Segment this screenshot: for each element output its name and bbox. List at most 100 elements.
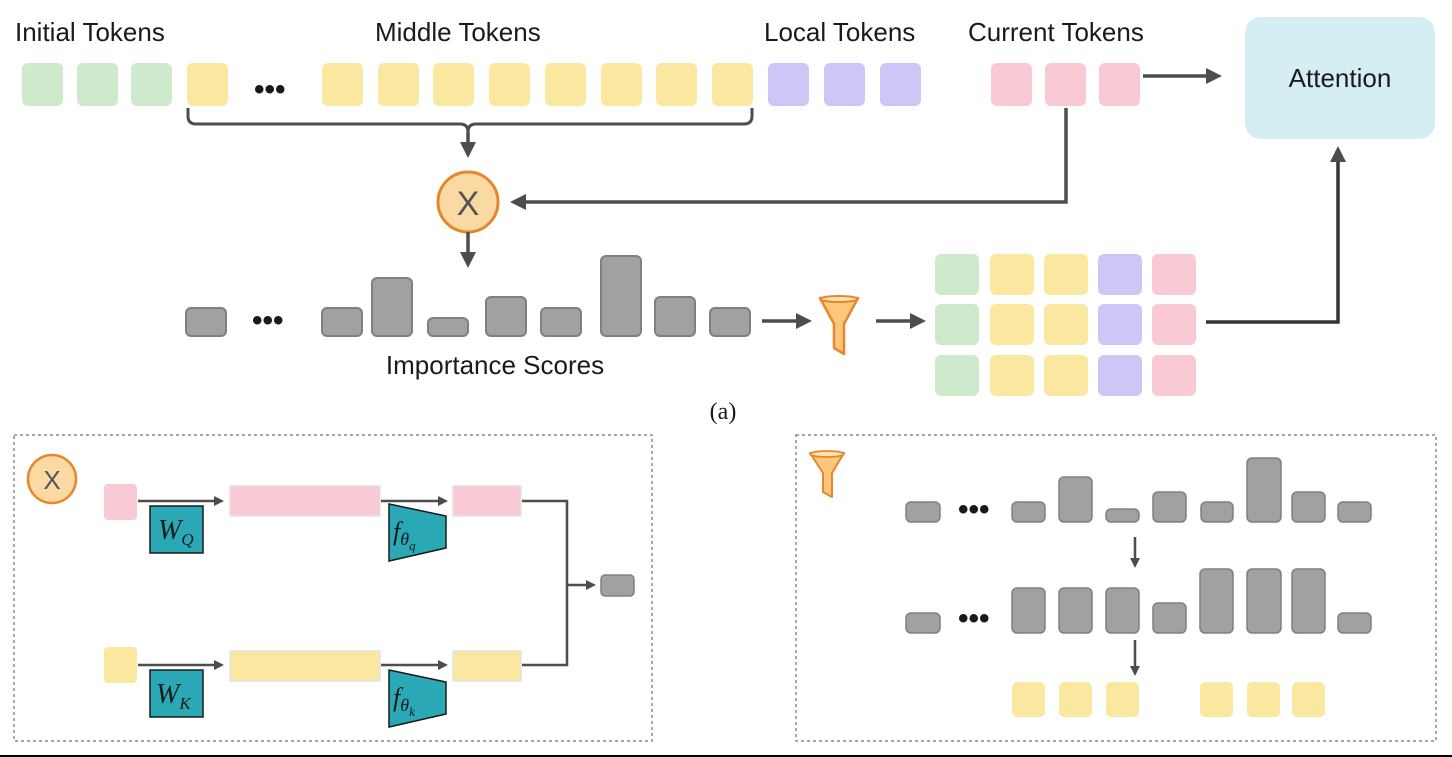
key-token xyxy=(104,647,137,683)
selected-middle-token xyxy=(1012,682,1045,717)
raw-scores-ellipsis: ••• xyxy=(958,493,990,526)
initial-token-group xyxy=(22,63,172,106)
pooled-score-bar xyxy=(1058,587,1093,634)
selected-middle-token xyxy=(1292,682,1325,717)
selected-token xyxy=(935,304,979,345)
merge-lines xyxy=(522,499,569,667)
selected-middle-tokens xyxy=(1012,682,1325,717)
raw-score-bar xyxy=(1337,501,1372,523)
initial-tokens-label: Initial Tokens xyxy=(15,17,165,47)
local-tokens-label: Local Tokens xyxy=(764,17,915,47)
selected-token xyxy=(1098,254,1142,295)
middle-tokens-brace xyxy=(186,108,754,133)
middle-token-group-left xyxy=(187,63,228,106)
wq-projection xyxy=(149,505,204,554)
f-theta-q-module xyxy=(388,503,447,562)
selected-middle-token xyxy=(1200,682,1233,717)
selected-token xyxy=(1152,304,1196,345)
funnel-icon xyxy=(818,295,860,356)
pooled-score-bar xyxy=(1291,568,1326,634)
pooled-score-bar xyxy=(1199,568,1234,634)
multiply-circle-icon: X xyxy=(26,453,78,505)
pooled-score-bar xyxy=(1152,602,1187,634)
selected-token xyxy=(1044,355,1088,396)
selected-token xyxy=(1152,355,1196,396)
middle-token xyxy=(378,63,419,106)
raw-score-bar xyxy=(905,501,941,523)
raw-score-bar xyxy=(1011,501,1046,523)
selected-token xyxy=(1044,304,1088,345)
filter-detail-panel xyxy=(795,434,1437,742)
current-token-group xyxy=(991,63,1140,106)
pooled-scores-ellipsis: ••• xyxy=(958,602,990,635)
pooled-score-bar xyxy=(1011,587,1046,634)
pooled-score-bar xyxy=(1337,612,1372,634)
initial-token xyxy=(131,63,172,106)
importance-scores-label: Importance Scores xyxy=(386,350,604,380)
importance-score-bar xyxy=(600,255,642,337)
svg-text:X: X xyxy=(457,185,480,223)
importance-score-bar xyxy=(185,307,227,337)
selected-token xyxy=(935,254,979,295)
middle-token xyxy=(656,63,697,106)
current-to-multiply-arrow xyxy=(510,108,1068,210)
attention-label: Attention xyxy=(1289,63,1392,93)
f-theta-k-module xyxy=(388,669,447,728)
selected-token xyxy=(990,304,1034,345)
middle-token xyxy=(433,63,474,106)
middle-token xyxy=(489,63,530,106)
multiply-circle-icon: X xyxy=(436,170,500,234)
f-theta-k-label: fθk xyxy=(393,683,415,719)
query-feature-bar xyxy=(452,485,522,517)
multiply-detail-panel xyxy=(13,434,653,742)
current-token xyxy=(991,63,1032,106)
selected-token xyxy=(990,254,1034,295)
raw-score-bar xyxy=(1200,501,1234,523)
raw-score-bar xyxy=(1152,491,1187,523)
importance-score-bar xyxy=(540,307,582,337)
initial-token xyxy=(22,63,63,106)
importance-score-bar xyxy=(371,277,413,337)
f-theta-q-label: fθq xyxy=(393,517,416,553)
key-feature-bar xyxy=(452,650,522,682)
pooled-score-bar xyxy=(1105,587,1140,634)
raw-score-bars xyxy=(905,457,1372,523)
current-token xyxy=(1099,63,1140,106)
local-token xyxy=(768,63,809,106)
svg-text:X: X xyxy=(43,465,60,495)
pooled-score-bar xyxy=(905,612,941,634)
initial-token xyxy=(77,63,118,106)
wk-projection xyxy=(149,669,204,718)
local-token-group xyxy=(768,63,921,106)
scores-ellipsis: ••• xyxy=(252,304,284,337)
raw-score-bar xyxy=(1105,508,1140,523)
middle-token xyxy=(545,63,586,106)
pooled-score-bar xyxy=(1246,568,1282,634)
raw-score-bar xyxy=(1246,457,1282,523)
selected-token-grid xyxy=(935,254,1196,396)
query-projected-bar xyxy=(229,485,381,517)
pooled-score-bars xyxy=(905,568,1372,634)
selected-token xyxy=(1152,254,1196,295)
raw-score-bar xyxy=(1291,491,1326,523)
selected-token xyxy=(1044,254,1088,295)
current-token xyxy=(1045,63,1086,106)
token-ellipsis: ••• xyxy=(254,73,286,106)
importance-score-bar xyxy=(427,317,469,337)
selected-middle-token xyxy=(1106,682,1139,717)
output-score xyxy=(600,574,635,597)
importance-score-bar xyxy=(321,307,363,337)
middle-tokens-label: Middle Tokens xyxy=(375,17,541,47)
key-projected-bar xyxy=(229,650,381,682)
selected-middle-token xyxy=(1247,682,1280,717)
selected-token xyxy=(1098,355,1142,396)
selected-token xyxy=(990,355,1034,396)
middle-token xyxy=(601,63,642,106)
wq-label: WQ xyxy=(158,515,194,549)
selected-to-attention-arrow xyxy=(1206,146,1346,324)
caption-a: (a) xyxy=(710,399,737,425)
query-token xyxy=(104,484,137,520)
selected-middle-token xyxy=(1059,682,1092,717)
local-token xyxy=(824,63,865,106)
